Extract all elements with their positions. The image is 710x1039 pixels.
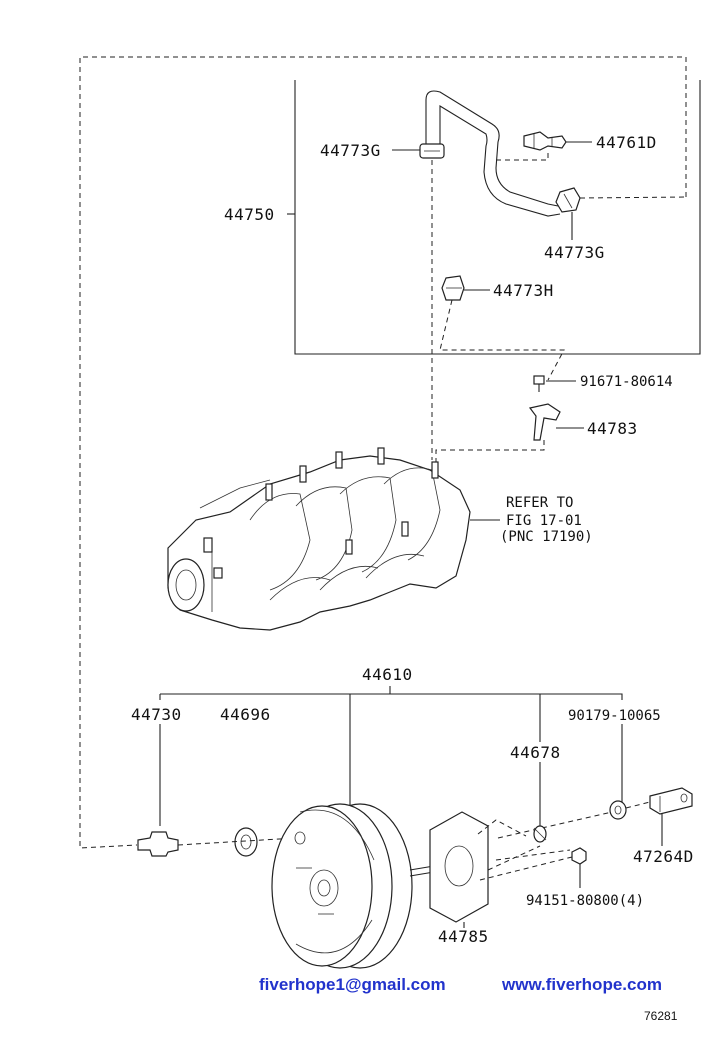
hose-clip-44773g-right [555, 187, 581, 213]
label-44773g-right: 44773G [544, 243, 605, 262]
label-47264d: 47264D [633, 847, 694, 866]
gasket-44785 [429, 811, 489, 923]
nut-90179-10065 [609, 800, 627, 820]
label-44773g-top: 44773G [320, 141, 381, 160]
mount-dashed-lines [477, 811, 613, 881]
valve-dashed-link [496, 150, 549, 161]
brake-booster [271, 803, 471, 969]
diagram-code: 76281 [644, 1009, 678, 1023]
label-44678: 44678 [510, 743, 561, 762]
hose-clip-44773g-top [419, 143, 445, 159]
check-valve-44761d [523, 131, 567, 151]
vacuum-hose [425, 90, 561, 217]
hose-clip-44773h [441, 275, 465, 301]
outer-dashed-route [79, 56, 687, 849]
label-44783: 44783 [587, 419, 638, 438]
nut-94151-80800 [571, 847, 587, 865]
grommet-44696 [234, 827, 258, 857]
refer-line-2: FIG 17-01 [506, 513, 582, 529]
right-clip-dashed-link [579, 196, 687, 199]
bolt-91671-80614 [533, 375, 545, 392]
nut-to-clevis-dashed [625, 801, 651, 809]
clip-44678 [533, 825, 547, 843]
fitting-dashed-line [177, 837, 297, 846]
bracket-dashed-link [435, 440, 545, 470]
bracket-44783 [528, 403, 561, 441]
clevis-47264d [649, 787, 693, 815]
intake-manifold [167, 447, 471, 631]
clip-h-dashed [439, 299, 565, 381]
label-44761d: 44761D [596, 133, 657, 152]
refer-line-3: (PNC 17190) [500, 529, 593, 545]
watermark-website[interactable]: www.fiverhope.com [501, 975, 662, 994]
label-91671-80614: 91671-80614 [580, 374, 673, 390]
label-44773h: 44773H [493, 281, 554, 300]
vacuum-fitting-44730 [137, 831, 179, 857]
label-90179-10065: 90179-10065 [568, 708, 661, 724]
hose-assembly-bracket [294, 80, 701, 355]
brake-booster-group-bracket [159, 693, 623, 700]
label-44785: 44785 [438, 927, 489, 946]
label-44730: 44730 [131, 705, 182, 724]
label-44750: 44750 [224, 205, 275, 224]
label-44696: 44696 [220, 705, 271, 724]
refer-line-1: REFER TO [506, 495, 573, 511]
watermark-email[interactable]: fiverhope1@gmail.com [259, 975, 446, 994]
label-44610: 44610 [362, 665, 413, 684]
label-94151-80800: 94151-80800(4) [526, 893, 644, 909]
